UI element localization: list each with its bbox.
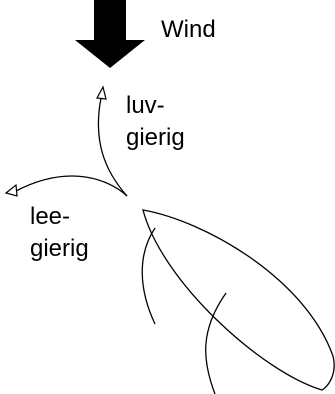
luv-label-line1: luv-: [126, 92, 165, 119]
wind-arrow-icon: [75, 0, 145, 68]
boat-hull: [142, 209, 335, 391]
luv-curve: [97, 97, 128, 197]
wind-label: Wind: [161, 16, 216, 43]
wake-line-bow: [141, 227, 156, 325]
wake-line-mid: [205, 292, 227, 394]
luv-label-line2: gierig: [126, 124, 185, 151]
lee-label-line1: lee-: [30, 203, 71, 230]
lee-arrowhead-icon: [4, 183, 18, 197]
lee-label-line2: gierig: [30, 235, 89, 262]
lee-curve: [15, 175, 128, 197]
luv-arrowhead-icon: [96, 85, 107, 100]
